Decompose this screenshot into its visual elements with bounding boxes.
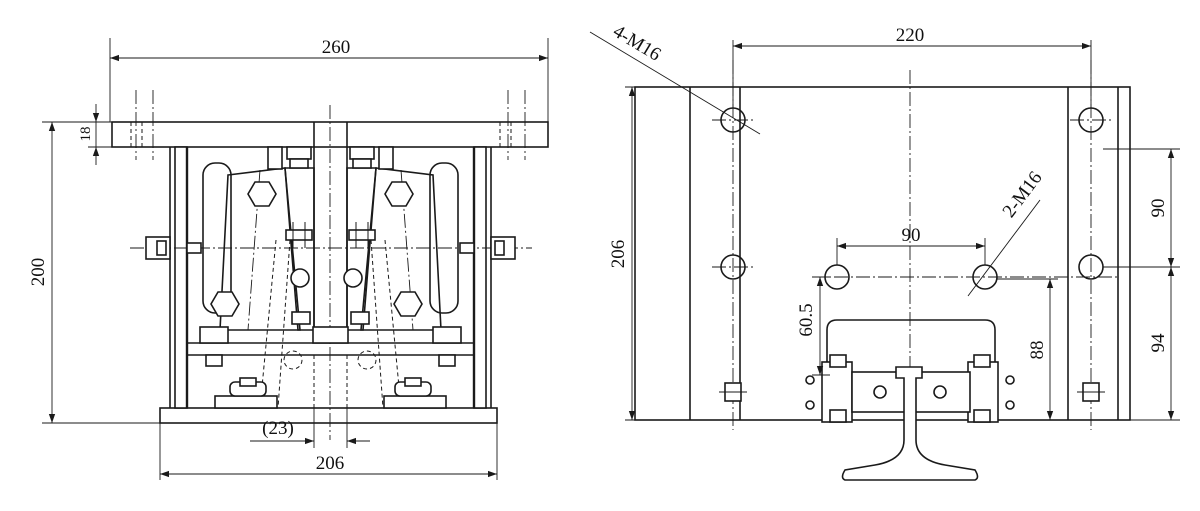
guide-shoe	[826, 319, 996, 375]
label-4-m16: 4-M16	[609, 21, 664, 66]
right-pad	[429, 162, 459, 314]
dim-hole-height: 88	[1027, 341, 1048, 360]
dim-gap: (23)	[262, 418, 294, 439]
dim-right-top-width: 220	[896, 25, 925, 46]
dim-height: 200	[28, 258, 49, 287]
dim-lower: 94	[1148, 333, 1169, 353]
side-plate-left	[174, 146, 188, 409]
mounting-plate	[634, 86, 1131, 421]
label-2-m16: 2-M16	[999, 168, 1047, 222]
dim-base-width: 206	[316, 453, 345, 474]
dim-right-height: 206	[608, 240, 629, 269]
dim-top-width: 260	[322, 37, 351, 58]
dim-rail-offset: 60.5	[796, 303, 817, 336]
left-view: 260 18 200 (23) 206	[28, 37, 549, 480]
dim-inner-spacing: 90	[902, 225, 921, 246]
dim-vertical-spacing: 90	[1148, 199, 1169, 218]
right-view: 220 4-M16 2-M16 206 90 90 94 88	[589, 21, 1180, 481]
guide-rail	[841, 366, 979, 481]
side-plate-right	[473, 146, 487, 409]
base-plate	[159, 407, 498, 424]
dim-plate-thickness: 18	[78, 127, 94, 142]
